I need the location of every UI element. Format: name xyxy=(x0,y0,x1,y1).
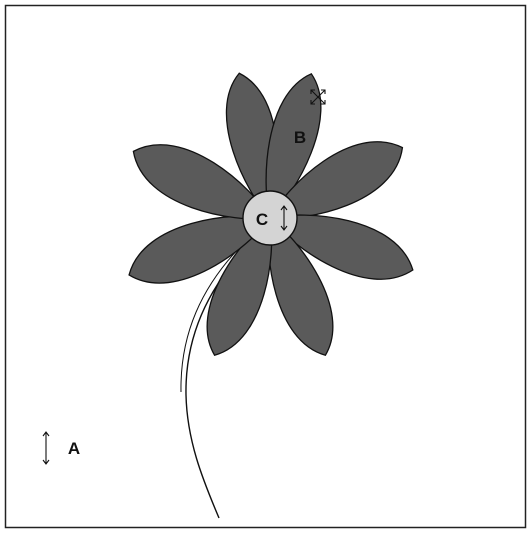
flower-center xyxy=(243,191,297,245)
label-a: A xyxy=(68,439,80,458)
label-b: B xyxy=(294,128,306,147)
label-c: C xyxy=(256,210,268,229)
